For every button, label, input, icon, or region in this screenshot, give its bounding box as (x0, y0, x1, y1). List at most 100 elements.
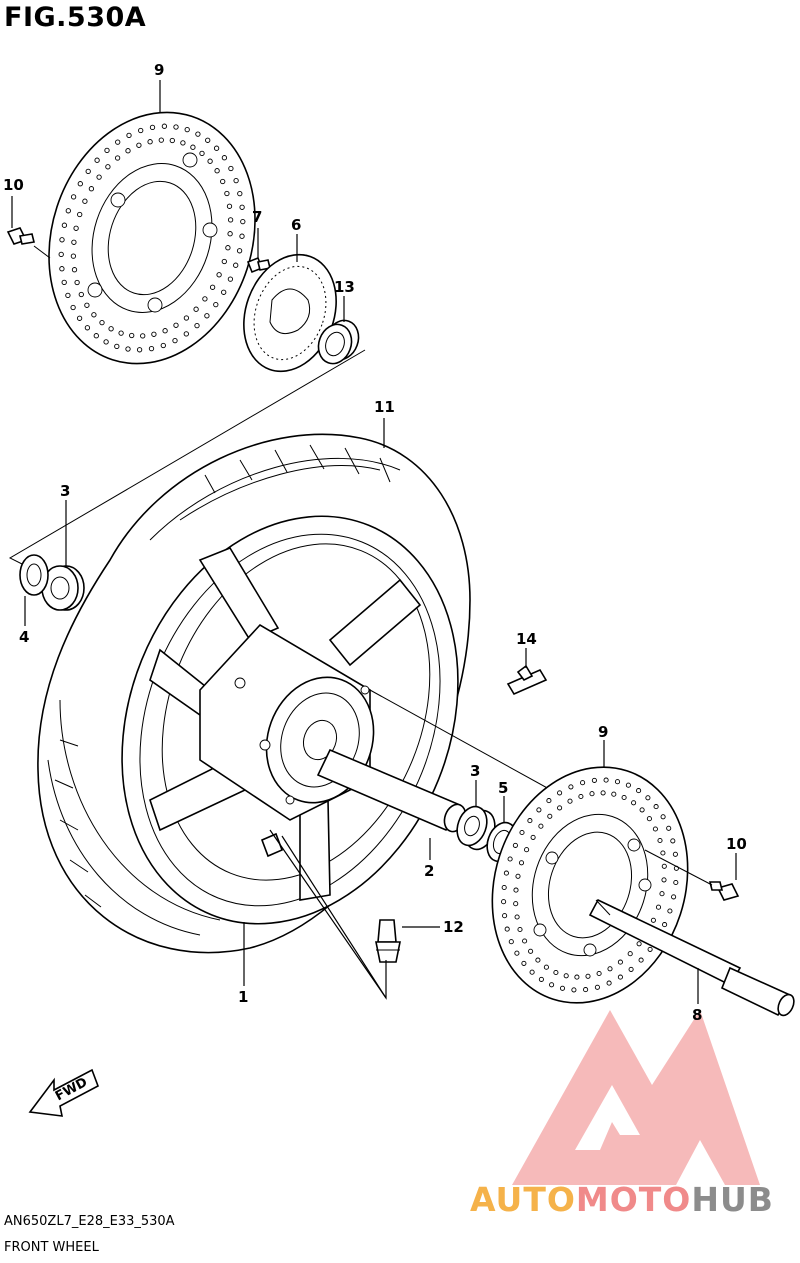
disc-drill-hole (59, 237, 65, 243)
disc-drill-hole (99, 319, 105, 326)
callout-4: 4 (19, 628, 29, 646)
disc-drill-hole (108, 326, 114, 332)
disc-drill-hole (607, 966, 613, 972)
disc-drill-hole (625, 782, 631, 788)
disc-drill-hole (70, 194, 77, 200)
fwd-arrow-icon: FWD (28, 1068, 99, 1117)
figure-name: FRONT WHEEL (4, 1240, 99, 1255)
disc-drill-hole (502, 913, 508, 919)
disc-drill-hole (514, 950, 520, 956)
watermark-logo-icon (512, 1010, 760, 1185)
disc-drill-hole (507, 856, 513, 862)
disc-drill-hole (221, 289, 227, 295)
disc-drill-hole (627, 951, 633, 957)
disc-drill-hole (65, 292, 71, 299)
callout-8: 8 (692, 1006, 702, 1024)
disc-drill-hole (213, 301, 219, 308)
disc-drill-hole (645, 795, 651, 801)
disc-drill-hole (228, 165, 234, 172)
disc-drill-hole (70, 253, 77, 259)
disc-drill-hole (513, 887, 519, 893)
balancer-weight (506, 664, 548, 696)
watermark-moto: MOTO (575, 1180, 692, 1219)
disc-drill-hole (666, 825, 672, 831)
disc-drill-hole (524, 847, 530, 853)
disc-drill-hole (662, 922, 668, 928)
disc-drill-hole (173, 322, 179, 328)
disc-drill-hole (126, 132, 132, 139)
disc-drill-hole (636, 941, 642, 947)
disc-drill-hole (617, 974, 623, 980)
disc-drill-hole (140, 333, 146, 339)
callout-10-left: 10 (3, 176, 24, 194)
disc-drill-hole (594, 984, 600, 990)
disc-drill-hole (129, 332, 135, 339)
disc-drill-hole (567, 798, 573, 804)
disc-drill-hole (529, 969, 535, 975)
disc-drill-hole (652, 826, 658, 832)
disc-drill-hole (538, 976, 544, 982)
brake-disc-left (48, 111, 256, 365)
disc-drill-hole (653, 804, 659, 810)
callout-6: 6 (291, 216, 301, 234)
disc-drill-hole (574, 974, 580, 980)
disc-drill-hole (136, 142, 142, 148)
disc-drill-hole (614, 779, 621, 785)
disc-drill-hole (71, 239, 77, 245)
callout-3-right: 3 (470, 762, 480, 780)
disc-drill-hole (538, 823, 544, 829)
disc-drill-hole (233, 262, 239, 268)
disc-drill-hole (193, 306, 199, 312)
disc-drill-hole (568, 784, 574, 790)
disc-drill-hole (221, 155, 228, 161)
disc-drill-hole (94, 157, 100, 163)
disc-drill-hole (591, 777, 597, 783)
disc-drill-hole (512, 842, 518, 848)
disc-drill-hole (105, 164, 111, 170)
disc-drill-hole (660, 814, 666, 820)
brake-disc-right (491, 766, 689, 1004)
disc-drill-hole (543, 964, 549, 970)
disc-drill-hole (199, 150, 205, 157)
disc-drill-hole (672, 851, 678, 857)
disc-drill-hole (639, 807, 645, 813)
disc-drill-hole (227, 231, 233, 237)
disc-drill-hole (239, 204, 245, 210)
disc-drill-hole (125, 148, 131, 154)
disc-drill-hole (158, 137, 164, 143)
front-axle (588, 898, 795, 1017)
disc-drill-hole (61, 279, 67, 286)
disc-drill-hole (73, 225, 79, 231)
disc-drill-hole (180, 140, 186, 146)
disc-drill-hole (71, 267, 78, 273)
disc-bolt-right (708, 881, 740, 901)
disc-drill-hole (518, 860, 525, 866)
disc-drill-hole (583, 987, 589, 993)
disc-drill-hole (536, 807, 542, 813)
disc-drill-hole (70, 304, 76, 311)
disc-drill-hole (58, 251, 64, 258)
disc-drill-hole (77, 211, 83, 218)
disc-drill-hole (611, 791, 617, 797)
figure-code: AN650ZL7_E28_E33_530A (4, 1214, 175, 1229)
disc-drill-hole (169, 137, 175, 144)
disc-drill-hole (501, 899, 507, 905)
disc-drill-hole (667, 908, 673, 914)
disc-drill-hole (670, 838, 676, 844)
oil-seal (317, 319, 360, 365)
disc-drill-hole (671, 894, 677, 900)
disc-drill-hole (91, 312, 97, 318)
disc-drill-hole (118, 330, 124, 336)
wheel-rim (121, 515, 459, 925)
disc-drill-hole (503, 870, 509, 876)
watermark-text: AUTOMOTOHUB (470, 1180, 774, 1219)
disc-drill-hole (65, 208, 71, 214)
disc-drill-hole (74, 279, 80, 286)
disc-drill-hole (600, 790, 606, 796)
disc-drill-hole (236, 248, 243, 254)
disc-drill-hole (603, 777, 609, 783)
disc-drill-hole (515, 873, 521, 879)
disc-drill-hole (221, 258, 227, 265)
disc-drill-hole (661, 877, 667, 883)
callout-9-left: 9 (154, 61, 164, 79)
